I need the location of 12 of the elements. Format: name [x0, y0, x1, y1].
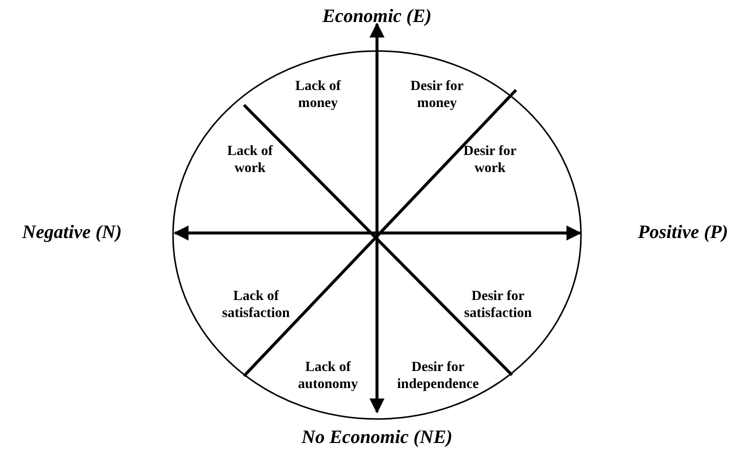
sector-label: Desir for money: [410, 78, 464, 112]
sector-label: Lack of autonomy: [297, 359, 359, 393]
sector-label: Lack of money: [294, 78, 342, 112]
sector-label: Lack of work: [226, 143, 274, 177]
axis-label: Positive (P): [638, 222, 728, 244]
sector-label: Desir for independence: [396, 359, 480, 393]
sector-label: Desir for satisfaction: [463, 288, 533, 322]
sector-label: Lack of satisfaction: [221, 288, 291, 322]
axis-label: No Economic (NE): [302, 427, 452, 449]
axis-label: Negative (N): [22, 222, 122, 244]
sector-label: Desir for work: [462, 143, 518, 177]
axis-label: Economic (E): [322, 6, 432, 28]
